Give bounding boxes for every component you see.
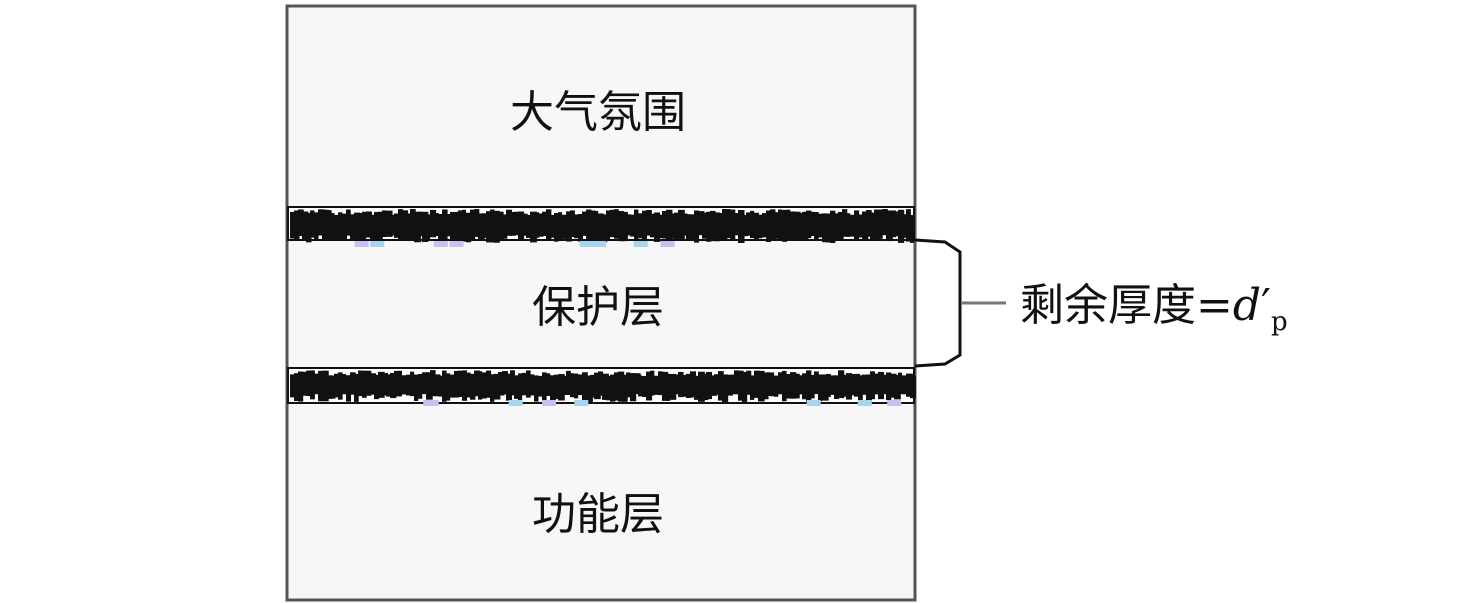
functional-layer-label: 功能层 [532, 489, 664, 540]
top-interface-band [287, 206, 915, 247]
outer-frame [285, 4, 917, 602]
thickness-subscript: p [1271, 307, 1288, 337]
atmosphere-label: 大气氛围 [510, 87, 686, 138]
thickness-prime: ′ [1261, 280, 1272, 331]
protective-layer-label: 保护层 [532, 282, 664, 333]
thickness-text: 剩余厚度= [1020, 280, 1233, 331]
remaining-thickness-label: 剩余厚度=d′p [1020, 269, 1288, 337]
thickness-symbol: d [1232, 280, 1262, 331]
bottom-interface-band [287, 367, 916, 406]
thickness-bracket [914, 238, 962, 368]
